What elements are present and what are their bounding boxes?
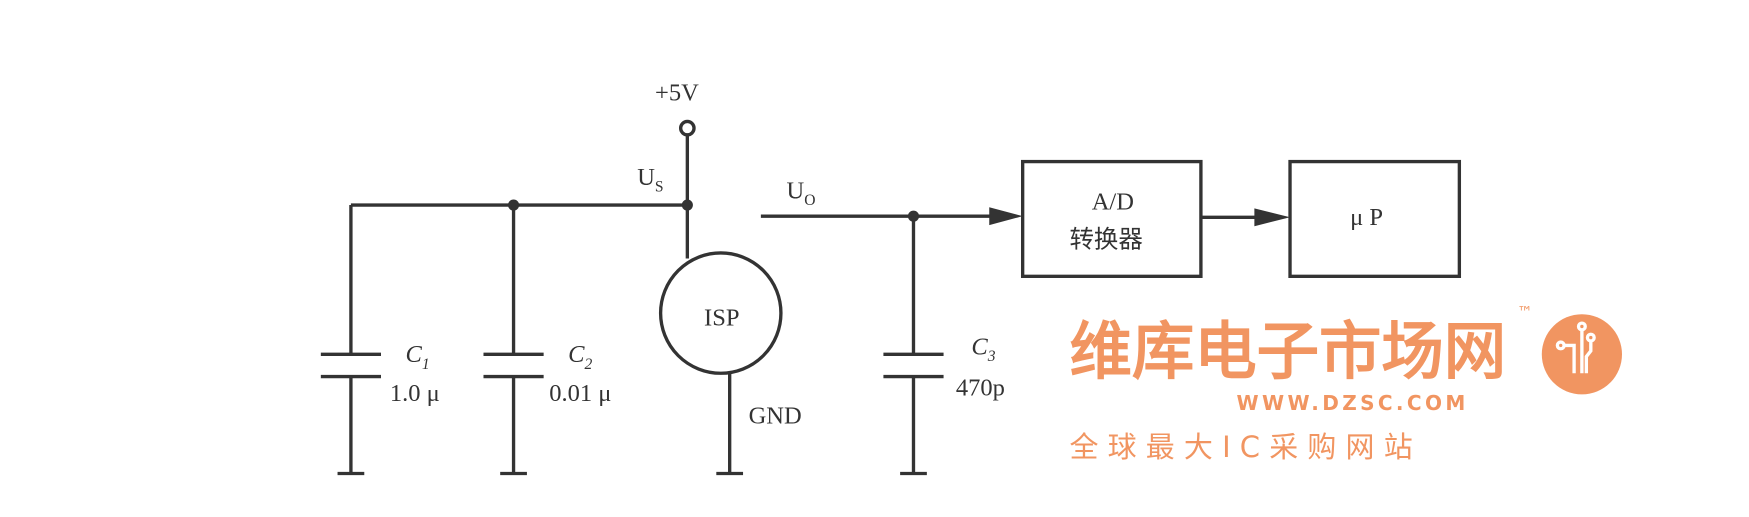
watermark-url: WWW.DZSC.COM: [1237, 391, 1469, 415]
supply-label: +5V: [655, 79, 699, 106]
watermark-brand: 维库电子市场网: [1069, 315, 1506, 388]
isp-sensor: [658, 251, 783, 375]
watermark-slogan: 全 球 最 大 I C 采 购 网 站: [1069, 430, 1412, 464]
c3-label: C3: [971, 333, 995, 365]
c3-value: 470p: [956, 375, 1005, 402]
c1-label: C1: [406, 341, 430, 373]
circuit-logo-icon: [1555, 321, 1596, 374]
mcu-block: [1288, 159, 1462, 278]
adc-block: [1020, 159, 1203, 278]
c1-value: 1.0 μ: [390, 380, 440, 407]
us-label: US: [637, 164, 663, 196]
c2-value: 0.01 μ: [549, 380, 611, 407]
watermark: 维库电子市场网 ™ WWW.DZSC.COM 全 球 最 大 I C 采 购 网…: [1069, 304, 1623, 464]
watermark-tm: ™: [1517, 304, 1533, 322]
adc-label-line2: 转换器: [1069, 225, 1142, 253]
adc-label-line1: A/D: [1092, 188, 1134, 215]
mcu-label: μ P: [1350, 204, 1383, 231]
capacitor-c2: [483, 205, 544, 476]
capacitor-c3: [883, 216, 944, 476]
uo-label: UO: [786, 177, 815, 209]
arrow-to-adc: [989, 207, 1023, 226]
supply-terminal: [678, 119, 696, 137]
gnd-label: GND: [749, 402, 802, 429]
isp-label: ISP: [704, 304, 739, 331]
c2-label: C2: [568, 341, 592, 373]
arrow-to-mcu: [1254, 208, 1291, 227]
capacitor-c1: [320, 205, 381, 476]
